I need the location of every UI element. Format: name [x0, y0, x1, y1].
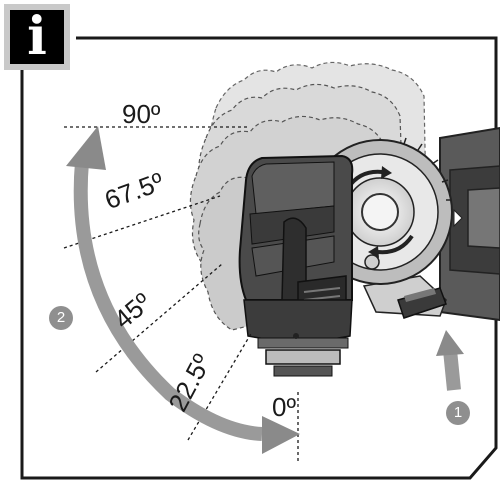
info-icon-inner: i: [10, 6, 64, 67]
laser-head: [238, 154, 354, 377]
push-arrow: [436, 330, 464, 391]
info-icon: i: [4, 4, 70, 70]
angle-label-0: 0º: [272, 392, 296, 422]
rotation-arrow: [66, 126, 300, 454]
step-1-badge: 1: [446, 401, 470, 425]
step-2-badge: 2: [49, 306, 73, 330]
frame-border: [20, 36, 498, 480]
angle-guide-lines: [63, 126, 299, 464]
tool-body: [362, 126, 500, 322]
info-glyph: i: [27, 6, 47, 67]
angle-label-90: 90º: [122, 99, 161, 129]
